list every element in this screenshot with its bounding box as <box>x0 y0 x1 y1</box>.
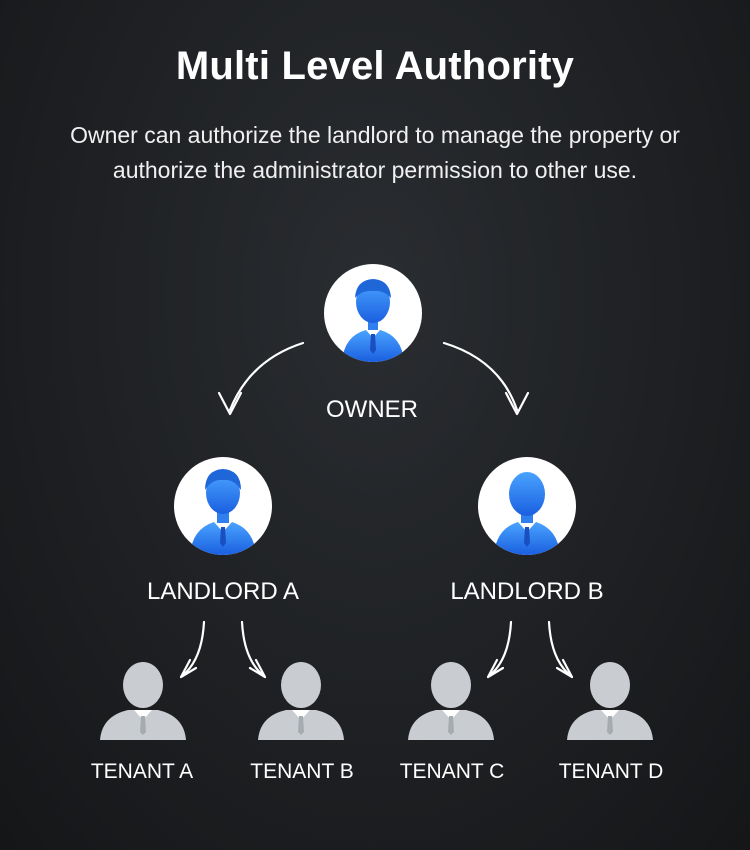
landlord-a-label: LANDLORD A <box>146 578 300 605</box>
subtitle-line-2: authorize the administrator permission t… <box>112 157 638 183</box>
arrow-landlord-b-to-tenant-c <box>487 620 513 678</box>
tenant-d-label: TENANT D <box>558 760 664 783</box>
tenant-c-label: TENANT C <box>399 760 505 783</box>
arrow-landlord-b-to-tenant-d <box>547 620 573 678</box>
businessman-avatar-icon <box>342 279 404 362</box>
arrow-landlord-a-to-tenant-a <box>180 620 206 678</box>
businessman-avatar-icon <box>190 469 256 555</box>
page-subtitle: Owner can authorize the landlord to mana… <box>30 118 720 188</box>
businessman-avatar-icon <box>494 472 560 555</box>
landlord-a-avatar <box>174 457 272 555</box>
page-title: Multi Level Authority <box>175 44 575 88</box>
arrowhead-landlord-a-to-tenant-b <box>248 658 267 679</box>
arrowhead-landlord-a-to-tenant-a <box>179 658 198 679</box>
person-silhouette-icon <box>100 662 186 740</box>
arrowhead-owner-to-landlord-b <box>504 391 530 416</box>
arrow-owner-to-landlord-a <box>228 341 305 412</box>
landlord-b-avatar <box>478 457 576 555</box>
arrow-owner-to-landlord-b <box>442 341 519 412</box>
person-silhouette-icon <box>258 662 344 740</box>
tenant-b-label: TENANT B <box>250 760 354 783</box>
arrowhead-landlord-b-to-tenant-d <box>555 658 574 679</box>
tenant-a-label: TENANT A <box>90 760 194 783</box>
arrow-landlord-a-to-tenant-b <box>240 620 266 678</box>
owner-label: OWNER <box>326 396 418 423</box>
landlord-b-label: LANDLORD B <box>450 578 604 605</box>
subtitle-line-1: Owner can authorize the landlord to mana… <box>70 122 680 148</box>
person-silhouette-icon <box>567 662 653 740</box>
arrowhead-landlord-b-to-tenant-c <box>486 658 505 679</box>
arrowhead-owner-to-landlord-a <box>217 391 243 416</box>
owner-avatar <box>324 264 422 362</box>
person-silhouette-icon <box>408 662 494 740</box>
